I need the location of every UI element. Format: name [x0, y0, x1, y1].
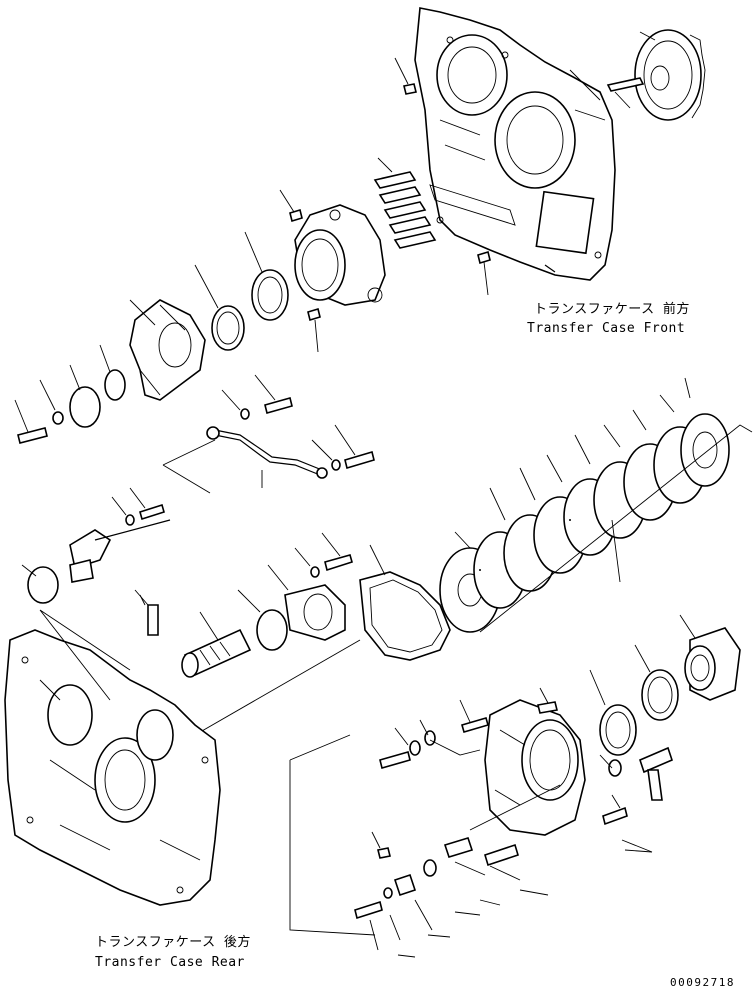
rear-label-jp: トランスファケース 後方 [95, 935, 251, 950]
drawing-number: 00092718 [670, 976, 735, 989]
oil-pipe [206, 426, 328, 479]
flange-fitting [69, 519, 171, 583]
drive-gear [634, 29, 706, 121]
rear-label-en: Transfer Case Rear [95, 955, 245, 970]
front-label-jp: トランスファケース 前方 [534, 302, 690, 317]
transfer-case-rear [4, 629, 221, 906]
output-flange [684, 627, 741, 701]
clutch-pack [439, 413, 730, 633]
bearing-cover [294, 204, 386, 306]
yoke [129, 299, 206, 401]
spline-shaft [181, 628, 252, 678]
transfer-case-front [414, 7, 616, 281]
seal-housing [284, 584, 346, 641]
pto-housing [484, 699, 586, 836]
clip-set [373, 157, 437, 249]
front-label-en: Transfer Case Front [527, 321, 686, 336]
gasket [359, 571, 451, 661]
